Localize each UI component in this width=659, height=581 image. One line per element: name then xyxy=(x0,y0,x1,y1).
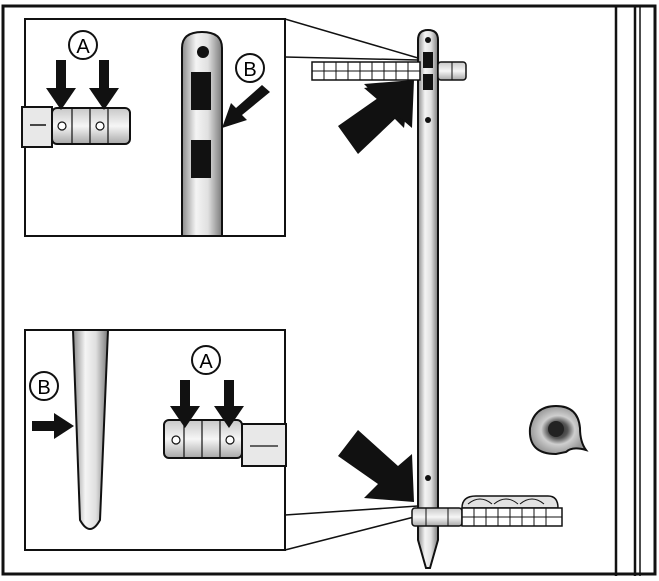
bottom-arrow-icon-a1 xyxy=(170,380,200,428)
bottom-hinge-clip xyxy=(163,419,287,467)
bottom-large-arrow-icon xyxy=(338,430,414,502)
top-label-b: B xyxy=(235,53,265,83)
bottom-arrow-icon-a2 xyxy=(214,380,244,428)
top-label-a-text: A xyxy=(76,36,90,58)
top-tray-clip xyxy=(311,61,467,81)
bottom-label-a-text: A xyxy=(199,351,213,373)
top-hinge-clip xyxy=(21,106,131,148)
bottom-tray-clip xyxy=(411,495,563,527)
main-rail-bar xyxy=(417,28,439,569)
top-rail-closeup xyxy=(181,30,223,237)
wall-plug-icon xyxy=(528,404,589,456)
top-label-a: A xyxy=(68,30,98,60)
top-large-arrow-icon xyxy=(338,80,414,154)
bottom-arrow-icon-b xyxy=(32,413,74,439)
top-detail-panel: A B xyxy=(21,18,286,237)
bottom-label-a: A xyxy=(191,345,221,375)
bottom-label-b-text: B xyxy=(37,377,50,399)
bottom-rail-closeup xyxy=(71,329,110,530)
top-arrow-icon-a1 xyxy=(46,60,76,110)
bottom-detail-panel: B A xyxy=(24,329,287,551)
top-arrow-icon-a2 xyxy=(89,60,119,110)
top-arrow-icon-b xyxy=(222,85,270,128)
bottom-label-b: B xyxy=(29,371,59,401)
top-label-b-text: B xyxy=(243,59,256,81)
